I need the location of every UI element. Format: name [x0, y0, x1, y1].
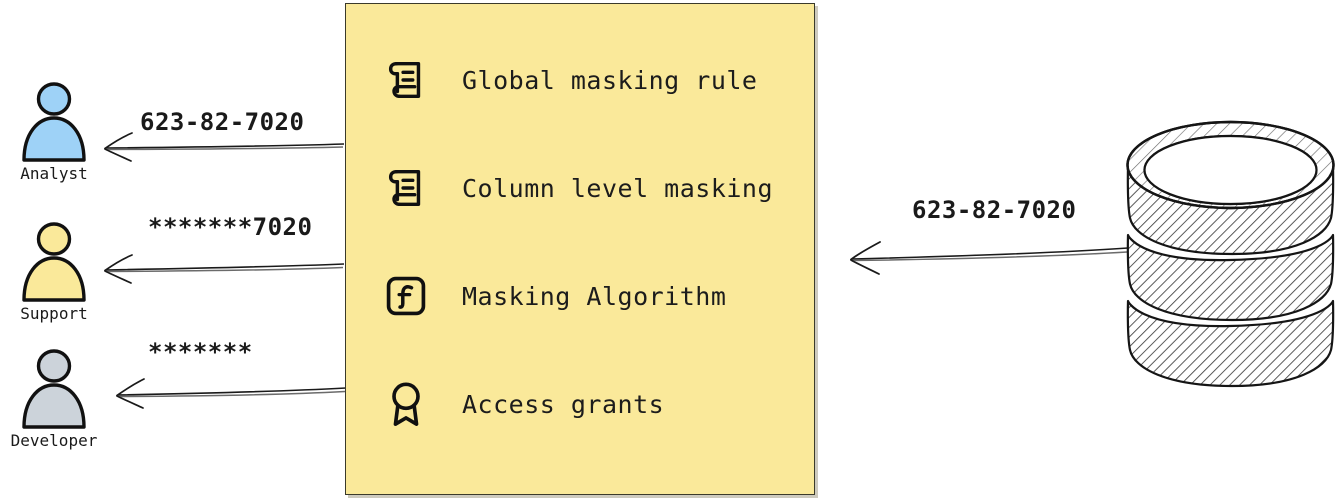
award-ribbon-icon: [380, 378, 432, 430]
arrow-to-developer-line: [116, 378, 347, 409]
arrow-to-developer-label: *******: [148, 338, 253, 366]
panel-row-global-masking-rule[interactable]: Global masking rule: [380, 52, 790, 108]
database-cylinder-icon: [1126, 120, 1335, 388]
analyst-person-icon: [22, 82, 86, 162]
database-cylinder[interactable]: [1120, 118, 1340, 403]
arrow-to-support: [96, 250, 346, 286]
developer-person-icon: [22, 349, 86, 429]
actor-analyst[interactable]: Analyst: [6, 78, 102, 183]
arrow-to-support-label: *******7020: [148, 213, 313, 241]
panel-row-column-level-masking[interactable]: Column level masking: [380, 160, 790, 216]
masking-controls-list: Global masking rule Column level masking: [380, 52, 790, 432]
arrow-to-support-line: [104, 254, 345, 284]
function-box-icon: [380, 270, 432, 322]
arrow-database-to-panel: [840, 238, 1130, 278]
arrow-to-developer: [108, 375, 348, 411]
panel-row-access-grants[interactable]: Access grants: [380, 376, 790, 432]
panel-row-label: Access grants: [462, 389, 665, 419]
panel-row-label: Masking Algorithm: [462, 281, 727, 311]
panel-row-label: Column level masking: [462, 173, 774, 203]
support-person-icon: [22, 222, 86, 302]
actor-support[interactable]: Support: [6, 218, 102, 323]
actor-developer-label: Developer: [10, 431, 98, 450]
actor-analyst-label: Analyst: [20, 164, 88, 183]
panel-row-masking-algorithm[interactable]: Masking Algorithm: [380, 268, 790, 324]
arrow-database-to-panel-label: 623-82-7020: [912, 196, 1077, 224]
arrow-to-analyst: [96, 128, 346, 164]
scroll-document-icon: [380, 54, 432, 106]
arrow-to-analyst-label: 623-82-7020: [140, 108, 305, 136]
panel-row-label: Global masking rule: [462, 65, 758, 95]
actor-developer[interactable]: Developer: [6, 345, 102, 450]
arrow-database-to-panel-line: [850, 241, 1129, 275]
arrow-to-analyst-line: [104, 132, 345, 162]
actor-support-label: Support: [20, 304, 88, 323]
masking-controls-panel[interactable]: Global masking rule Column level masking: [345, 3, 815, 495]
scroll-document-icon: [380, 162, 432, 214]
